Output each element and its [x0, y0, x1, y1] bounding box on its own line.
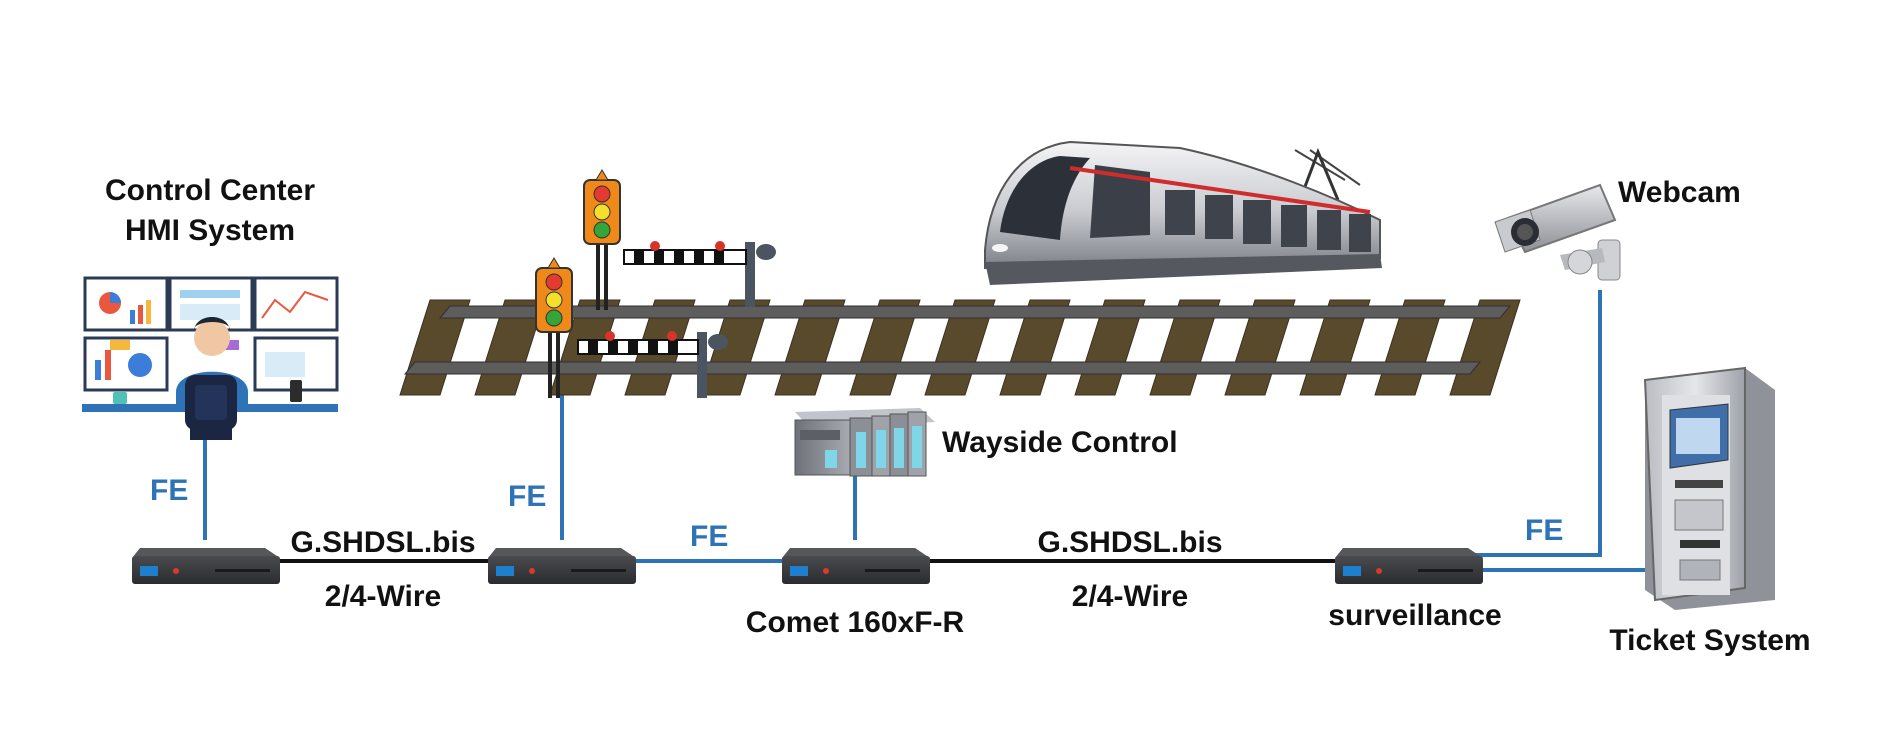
- shdsl-modem-signal: [488, 548, 636, 584]
- shdsl-modem-surveillance: [1335, 548, 1483, 584]
- gshdsl-label-right: G.SHDSL.bis: [1037, 526, 1222, 559]
- tram-icon: [985, 142, 1382, 285]
- shdsl-modem-comet: [782, 548, 930, 584]
- rail-far: [440, 306, 1510, 318]
- ticket-kiosk-icon: [1645, 368, 1775, 610]
- control-center-subtitle: HMI System: [125, 214, 295, 247]
- cctv-camera-icon: [1495, 185, 1620, 280]
- shdsl-modem-left: [132, 548, 280, 584]
- fe-label-signal: FE: [508, 480, 546, 513]
- rail-near: [405, 362, 1480, 374]
- fe-label-control-center: FE: [150, 474, 188, 507]
- plc-module-icon: [795, 408, 935, 476]
- wire-label-right: 2/4-Wire: [1072, 580, 1188, 613]
- wayside-control-label: Wayside Control: [942, 426, 1178, 459]
- control-center-title: Control Center: [105, 174, 315, 207]
- operator-monitors-icon: [82, 278, 338, 440]
- traffic-light-icon: [584, 170, 620, 310]
- gshdsl-label-left: G.SHDSL.bis: [290, 526, 475, 559]
- fe-label-surveillance: FE: [1525, 514, 1563, 547]
- comet-device-label: Comet 160xF-R: [746, 606, 965, 639]
- crossing-barrier-icon: [624, 241, 776, 307]
- wire-label-left: 2/4-Wire: [325, 580, 441, 613]
- fe-label-link: FE: [690, 520, 728, 553]
- webcam-label: Webcam: [1618, 176, 1741, 209]
- surveillance-label: surveillance: [1328, 599, 1501, 632]
- ticket-system-label: Ticket System: [1609, 624, 1810, 657]
